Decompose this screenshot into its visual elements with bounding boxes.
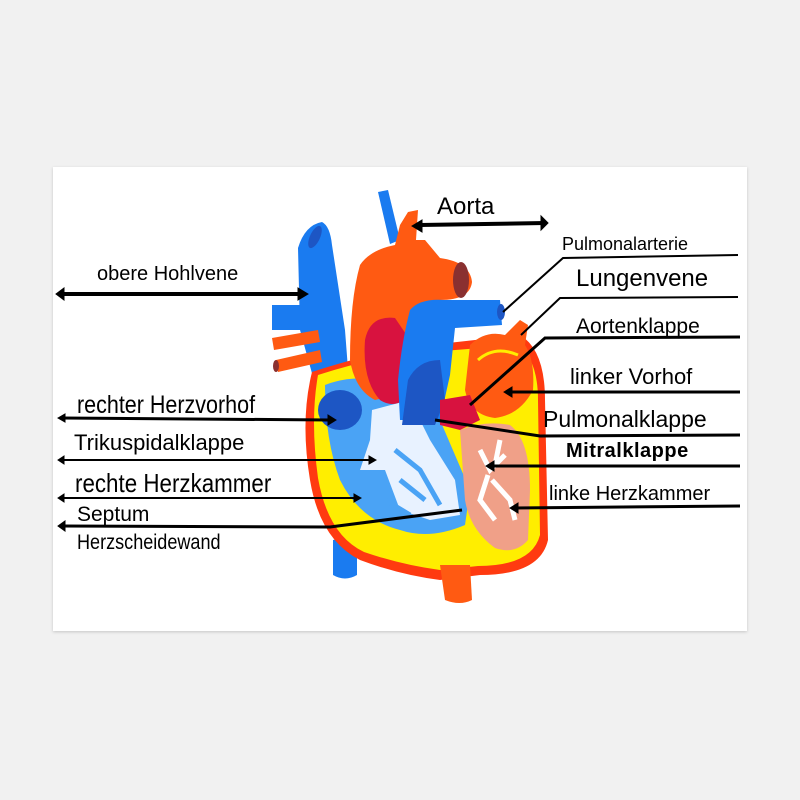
label-septum-sub: Herzscheidewand (77, 531, 221, 554)
label-pulmonary-valve: Pulmonalklappe (543, 406, 707, 432)
right-atrium (318, 390, 362, 430)
label-aorta: Aorta (437, 193, 495, 220)
aorta-lumen (453, 262, 469, 298)
label-pulmonary-vein: Lungenvene (576, 265, 709, 292)
label-superior-vena-cava: obere Hohlvene (97, 263, 239, 285)
left-atrium (465, 320, 534, 418)
label-tricuspid-valve: Trikuspidalklappe (74, 430, 245, 455)
label-right-ventricle: rechte Herzkammer (75, 468, 272, 498)
label-mitral-valve: Mitralklappe (566, 440, 689, 462)
superior-vena-cava (298, 222, 350, 395)
label-septum: Septum (77, 503, 150, 526)
label-left-ventricle: linke Herzkammer (549, 483, 711, 505)
pointer-lines (55, 214, 741, 532)
mitral-chordae (477, 439, 518, 522)
label-right-atrium: rechter Herzvorhof (77, 391, 256, 419)
label-aortic-valve: Aortenklappe (576, 315, 700, 338)
label-left-atrium: linker Vorhof (570, 364, 693, 389)
label-pulmonary-artery: Pulmonalarterie (562, 234, 689, 254)
